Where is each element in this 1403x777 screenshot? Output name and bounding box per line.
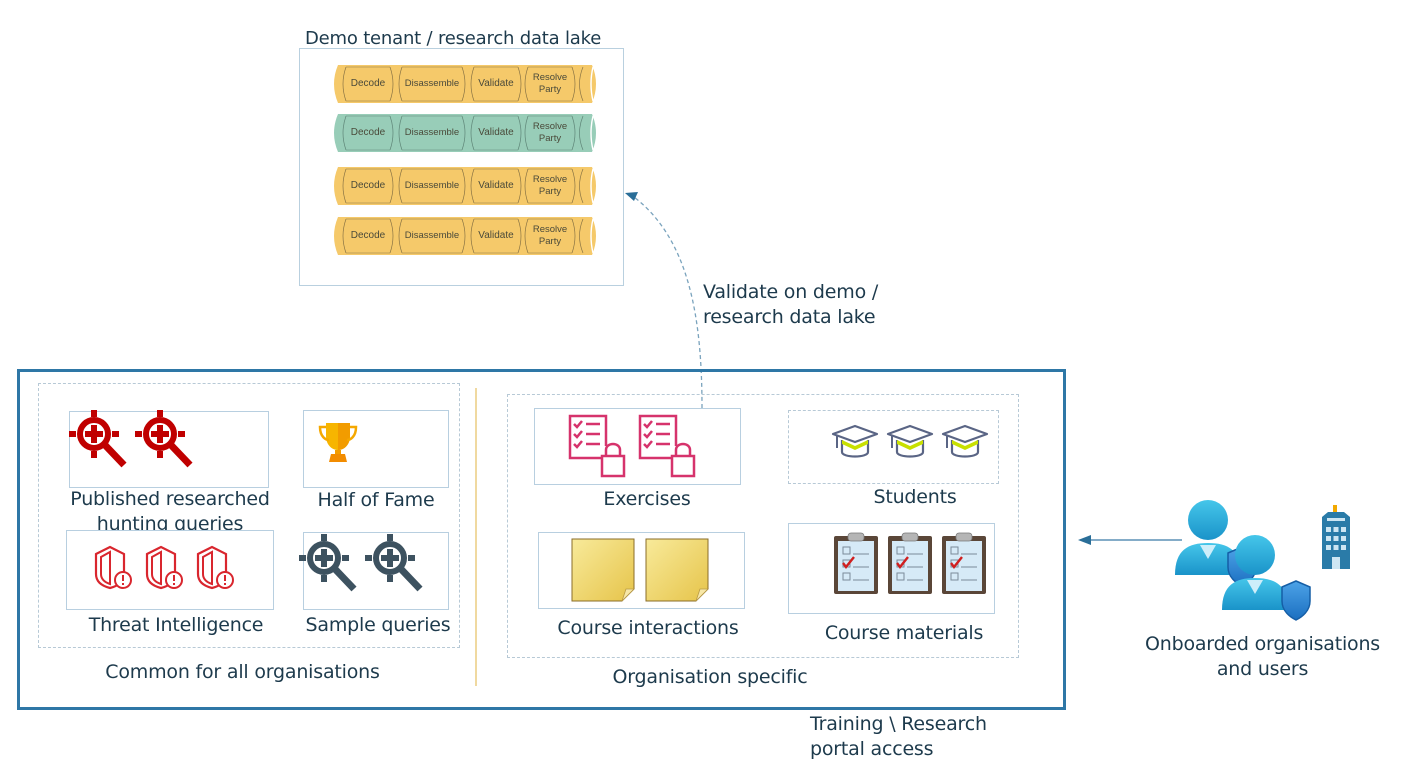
course-interactions-label: Course interactions: [557, 617, 739, 639]
access-arrow-head: [1078, 535, 1091, 545]
portal-frame: [17, 369, 1066, 710]
graduation-cap-icon: [831, 424, 879, 458]
pipeline-stage: Resolve Party: [532, 121, 568, 144]
students-label: Students: [873, 486, 957, 508]
graduation-cap-icon: [886, 424, 934, 458]
crosshair-search-icon: [299, 534, 423, 592]
pipeline: Decode Disassemble Validate Resolve Party: [330, 114, 598, 152]
crosshair-search-icon: [299, 534, 357, 592]
pipeline-stage: Decode: [350, 230, 386, 241]
threat-intelligence-label: Threat Intelligence: [88, 614, 264, 636]
pipeline-stage: Validate: [478, 230, 514, 241]
published-line2: hunting queries: [96, 513, 244, 535]
pipeline-stage: Disassemble: [404, 230, 460, 241]
portal-access-line2: portal access: [810, 738, 934, 760]
shield-alert-icon: [196, 545, 234, 590]
exercises-label: Exercises: [603, 488, 691, 510]
onboarded-users-line2: and users: [1216, 658, 1309, 680]
common-caption: Common for all organisations: [105, 661, 380, 683]
pipeline: Decode Disassemble Validate Resolve Party: [330, 65, 598, 103]
clipboard-checklist-icon: [942, 532, 986, 594]
clipboard-checklist-icon: [834, 532, 986, 594]
portal-access-line1: Training \ Research: [810, 713, 987, 735]
onboarded-users-label: Onboarded organisations and users: [1140, 632, 1385, 682]
section-divider: [475, 388, 477, 686]
shield-alert-icon: [94, 545, 132, 590]
hall-of-fame-label: Half of Fame: [317, 489, 435, 511]
sample-queries-label: Sample queries: [305, 614, 451, 636]
pipeline-stage: Resolve Party: [532, 224, 568, 247]
students-card[interactable]: [788, 410, 999, 484]
pipeline-stage: Decode: [350, 127, 386, 138]
org-specific-caption: Organisation specific: [612, 666, 808, 688]
validate-label-line1: Validate on demo /: [703, 281, 879, 303]
validate-arrow-line: [633, 196, 703, 409]
shield-alert-icon: [94, 545, 234, 590]
clipboard-checklist-icon: [834, 532, 878, 594]
trophy-icon: [318, 423, 358, 462]
pipeline-stage: Validate: [478, 180, 514, 191]
crosshair-search-icon: [69, 410, 127, 468]
pipeline-stage: Decode: [350, 78, 386, 89]
crosshair-search-icon: [135, 410, 193, 468]
office-building-icon: [1322, 505, 1350, 569]
locked-checklist-icon: [568, 414, 696, 478]
graduation-cap-icon: [831, 424, 989, 458]
pipeline-stage: Disassemble: [404, 78, 460, 89]
pipeline-stage: Decode: [350, 180, 386, 191]
onboarded-users-line1: Onboarded organisations: [1144, 633, 1380, 655]
sticky-note-icon: [571, 538, 709, 602]
users-shield-icon[interactable]: [1170, 495, 1330, 621]
pipeline-stage: Disassemble: [404, 180, 460, 191]
graduation-cap-icon: [941, 424, 989, 458]
portal-access-label: Training \ Research portal access: [810, 712, 987, 762]
pipeline: Decode Disassemble Validate Resolve Party: [330, 217, 598, 255]
course-materials-label: Course materials: [824, 622, 984, 644]
published-line1: Published researched: [70, 488, 270, 510]
pipeline-stage: Disassemble: [404, 127, 460, 138]
common-section: [38, 383, 460, 648]
pipeline-stage: Validate: [478, 78, 514, 89]
data-lake-title: Demo tenant / research data lake: [305, 28, 602, 49]
pipeline-stage: Resolve Party: [532, 72, 568, 95]
pipeline-stage: Resolve Party: [532, 174, 568, 197]
validate-label: Validate on demo / research data lake: [703, 280, 878, 330]
shield-alert-icon: [145, 545, 183, 590]
pipeline-stage: Validate: [478, 127, 514, 138]
crosshair-search-icon: [69, 410, 193, 468]
validate-label-line2: research data lake: [703, 306, 876, 328]
validate-arrow-head: [625, 192, 638, 201]
locked-checklist-icon: [568, 414, 626, 478]
clipboard-checklist-icon: [888, 532, 932, 594]
org-specific-section: [507, 394, 1019, 658]
sticky-note-icon: [645, 538, 709, 602]
locked-checklist-icon: [638, 414, 696, 478]
crosshair-search-icon: [365, 534, 423, 592]
exercises-card[interactable]: [534, 408, 741, 485]
sticky-note-icon: [571, 538, 635, 602]
published-queries-label: Published researched hunting queries: [60, 487, 280, 537]
pipeline: Decode Disassemble Validate Resolve Party: [330, 167, 598, 205]
